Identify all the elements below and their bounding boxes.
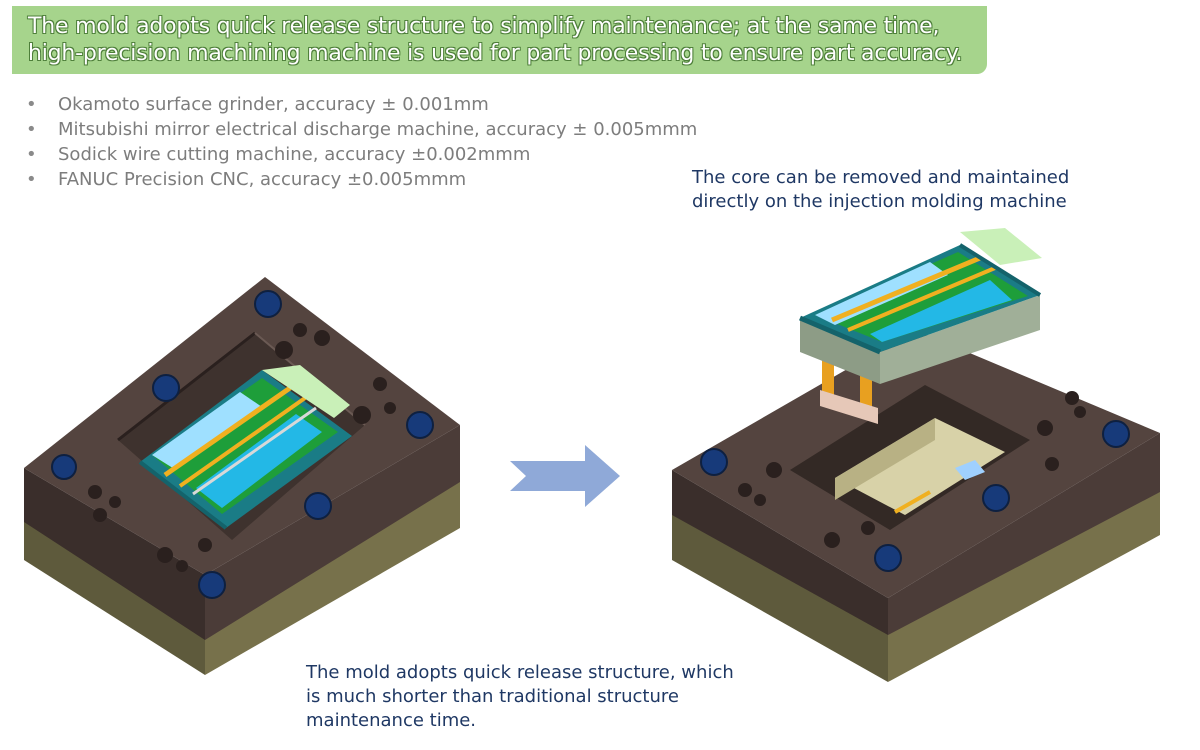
mold-plate-right-side: [205, 425, 460, 640]
pocket-yellow-rail: [894, 490, 931, 514]
caption-core-removed: The core can be removed and maintained d…: [692, 166, 1069, 214]
machine-accuracy-list: • Okamoto surface grinder, accuracy ± 0.0…: [26, 92, 697, 192]
guide-bushing: [254, 290, 282, 318]
list-item-text: FANUC Precision CNC, accuracy ±0.005mmm: [58, 169, 467, 190]
pocket-floor: [835, 418, 1005, 515]
insert-green-plate: [152, 378, 338, 514]
insert-end-block: [262, 365, 350, 418]
caption-line: maintenance time.: [306, 710, 477, 731]
guide-bushing: [304, 492, 332, 520]
core-side-left: [800, 318, 880, 384]
guide-bushing: [874, 544, 902, 572]
guide-bushing: [51, 454, 77, 480]
guide-bushing: [152, 374, 180, 402]
pocket-wall: [835, 418, 935, 500]
bullet-icon: •: [26, 169, 37, 190]
caption-line: The core can be removed and maintained: [692, 167, 1070, 188]
guide-bushing: [982, 484, 1010, 512]
core-bottom-pad: [820, 390, 878, 424]
banner-line-1: The mold adopts quick release structure …: [28, 14, 940, 39]
list-item-text: Okamoto surface grinder, accuracy ± 0.00…: [58, 94, 489, 115]
mold-plate-left-side: [24, 468, 205, 640]
bullet-icon: •: [26, 94, 37, 115]
banner-line-2: high-precision machining machine is used…: [28, 41, 963, 66]
insert-yellow-rail: [163, 385, 292, 478]
list-item: • FANUC Precision CNC, accuracy ±0.005mmm: [26, 167, 697, 192]
guide-bushing: [406, 411, 434, 439]
list-item: • Okamoto surface grinder, accuracy ± 0.0…: [26, 92, 697, 117]
insert-light-block: [152, 392, 262, 470]
core-yellow-rail: [847, 266, 996, 332]
list-item-text: Sodick wire cutting machine, accuracy ±0…: [58, 144, 531, 165]
caption-quick-release: The mold adopts quick release structure,…: [306, 661, 734, 733]
mold-core-removed-illustration: [672, 228, 1160, 682]
mold-assembled-illustration: [24, 277, 460, 675]
guide-bushing: [700, 448, 728, 476]
caption-line: is much shorter than traditional structu…: [306, 686, 679, 707]
core-yellow-rail: [831, 255, 981, 323]
core-side-right: [880, 295, 1040, 384]
core-light-block: [815, 262, 948, 325]
core-cyan-block: [870, 280, 1012, 342]
header-banner: The mold adopts quick release structure …: [12, 6, 987, 74]
bullet-icon: •: [26, 144, 37, 165]
list-item: • Mitsubishi mirror electrical discharge …: [26, 117, 697, 142]
caption-line: The mold adopts quick release structure,…: [306, 662, 734, 683]
bullet-icon: •: [26, 119, 37, 140]
core-end-block: [960, 228, 1042, 265]
mold-plate-right-side: [888, 433, 1160, 635]
pocket-cyan-part: [955, 460, 985, 480]
guide-bushing: [198, 571, 226, 599]
right-arrow-icon: [510, 445, 620, 507]
list-item-text: Mitsubishi mirror electrical discharge m…: [58, 119, 698, 140]
caption-line: directly on the injection molding machin…: [692, 191, 1067, 212]
guide-bushing: [1102, 420, 1130, 448]
mold-plate-left-side: [672, 470, 888, 635]
insert-yellow-rail: [178, 396, 307, 488]
insert-cyan-block: [196, 414, 322, 508]
list-item: • Sodick wire cutting machine, accuracy ±…: [26, 142, 697, 167]
